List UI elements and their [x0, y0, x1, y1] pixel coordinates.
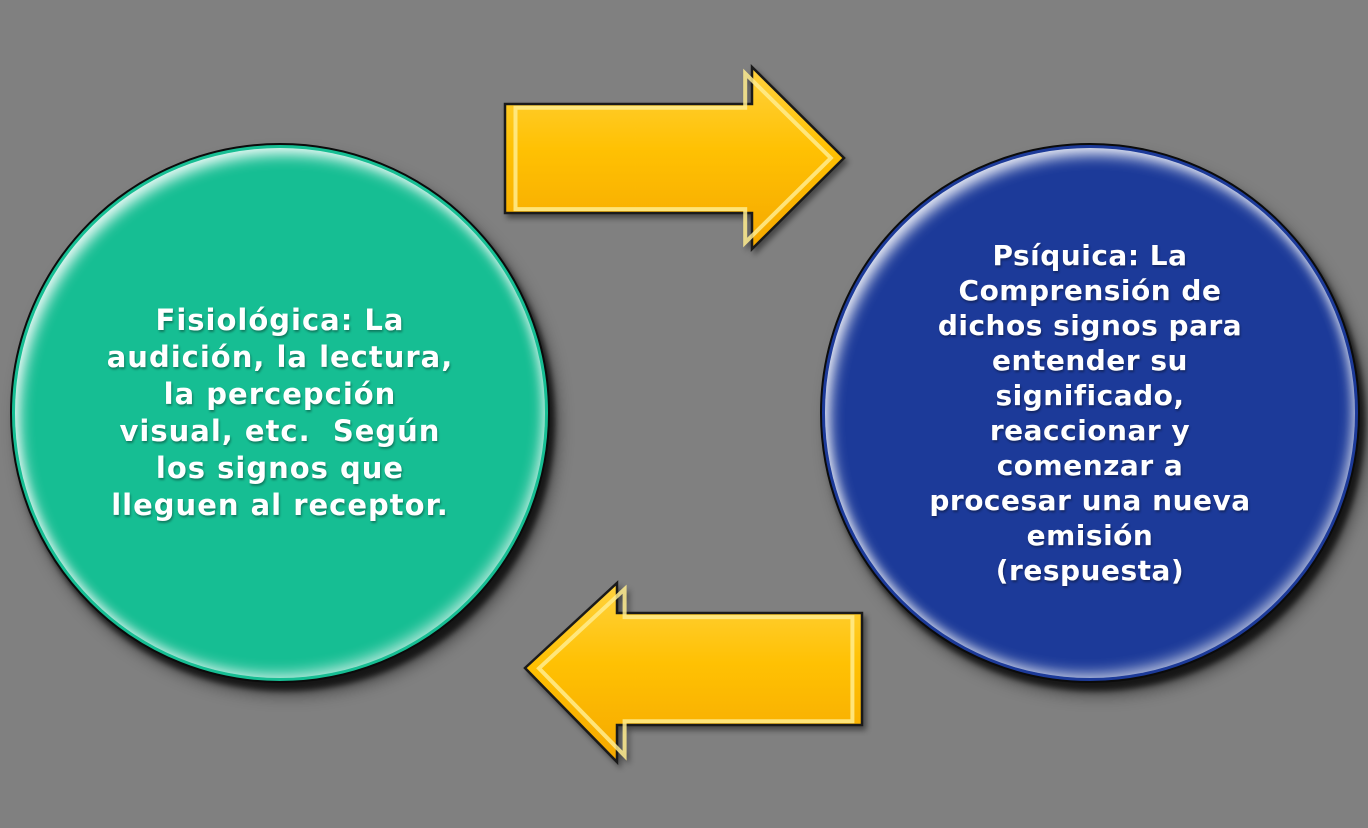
arrow-right-bevel [513, 68, 834, 248]
arrow-left-icon [523, 580, 864, 766]
arrow-left-body [523, 580, 864, 766]
arrow-right-body [503, 64, 846, 252]
arrow-left-bevel [536, 584, 855, 761]
arrow-right-icon [503, 64, 846, 252]
